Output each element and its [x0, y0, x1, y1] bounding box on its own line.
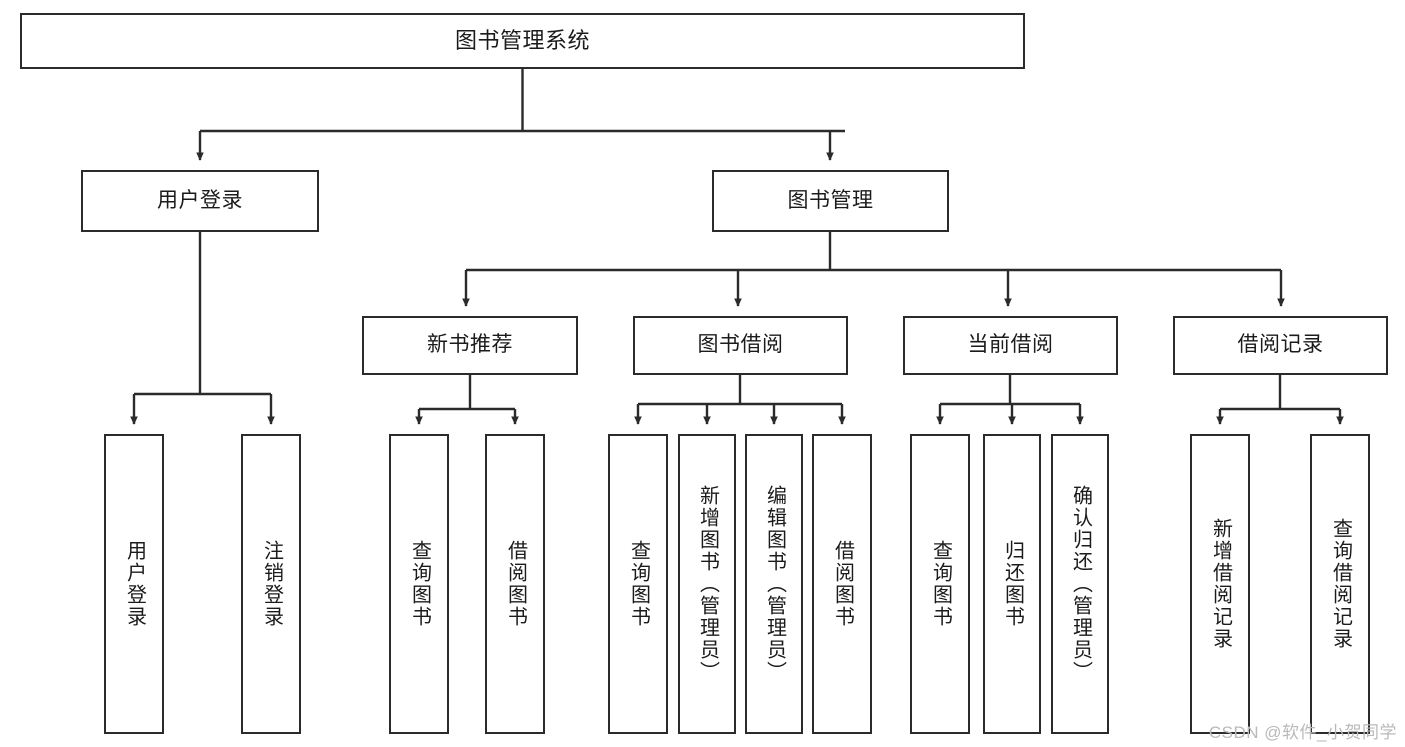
node-user-login[interactable]: 用户登录: [81, 170, 319, 232]
leaf-confirm-return-admin-label: 确认归还（管理员）: [1069, 485, 1092, 683]
node-root[interactable]: 图书管理系统: [20, 13, 1025, 69]
leaf-add-book-admin[interactable]: 新增图书（管理员）: [678, 434, 736, 734]
leaf-user-login-label: 用户登录: [123, 540, 146, 628]
node-root-label: 图书管理系统: [454, 28, 590, 54]
leaf-borrow-book-label: 借阅图书: [831, 540, 854, 628]
leaf-add-borrow-record-label: 新增借阅记录: [1209, 518, 1232, 650]
leaf-query-borrow-record-label: 查询借阅记录: [1329, 518, 1352, 650]
leaf-query-book-recommend-label: 查询图书: [408, 540, 431, 628]
node-new-book-recommend[interactable]: 新书推荐: [362, 316, 578, 375]
leaf-edit-book-admin-label: 编辑图书（管理员）: [763, 485, 786, 683]
node-current-borrow[interactable]: 当前借阅: [903, 316, 1118, 375]
node-book-management-label: 图书管理: [787, 188, 874, 212]
node-book-management[interactable]: 图书管理: [712, 170, 949, 232]
leaf-query-borrow-record[interactable]: 查询借阅记录: [1310, 434, 1370, 734]
leaf-query-book-recommend[interactable]: 查询图书: [389, 434, 449, 734]
leaf-query-book-borrow[interactable]: 查询图书: [608, 434, 668, 734]
leaf-logout-label: 注销登录: [260, 540, 283, 628]
leaf-edit-book-admin[interactable]: 编辑图书（管理员）: [745, 434, 803, 734]
leaf-add-borrow-record[interactable]: 新增借阅记录: [1190, 434, 1250, 734]
leaf-query-book-current-label: 查询图书: [929, 540, 952, 628]
node-book-borrow-label: 图书借阅: [697, 333, 784, 357]
leaf-borrow-book-recommend[interactable]: 借阅图书: [485, 434, 545, 734]
leaf-return-book[interactable]: 归还图书: [983, 434, 1041, 734]
node-user-login-label: 用户登录: [157, 188, 243, 212]
leaf-return-book-label: 归还图书: [1001, 540, 1024, 628]
node-current-borrow-label: 当前借阅: [967, 333, 1054, 357]
node-borrow-records-label: 借阅记录: [1237, 333, 1324, 357]
leaf-borrow-book-recommend-label: 借阅图书: [504, 540, 527, 628]
leaf-borrow-book[interactable]: 借阅图书: [812, 434, 872, 734]
leaf-user-login[interactable]: 用户登录: [104, 434, 164, 734]
leaf-query-book-borrow-label: 查询图书: [627, 540, 650, 628]
leaf-confirm-return-admin[interactable]: 确认归还（管理员）: [1051, 434, 1109, 734]
leaf-add-book-admin-label: 新增图书（管理员）: [696, 485, 719, 683]
watermark-text: CSDN @软件_小贺同学: [1208, 723, 1397, 742]
node-new-book-recommend-label: 新书推荐: [427, 333, 513, 357]
leaf-query-book-current[interactable]: 查询图书: [910, 434, 970, 734]
leaf-logout[interactable]: 注销登录: [241, 434, 301, 734]
node-book-borrow[interactable]: 图书借阅: [633, 316, 848, 375]
node-borrow-records[interactable]: 借阅记录: [1173, 316, 1388, 375]
